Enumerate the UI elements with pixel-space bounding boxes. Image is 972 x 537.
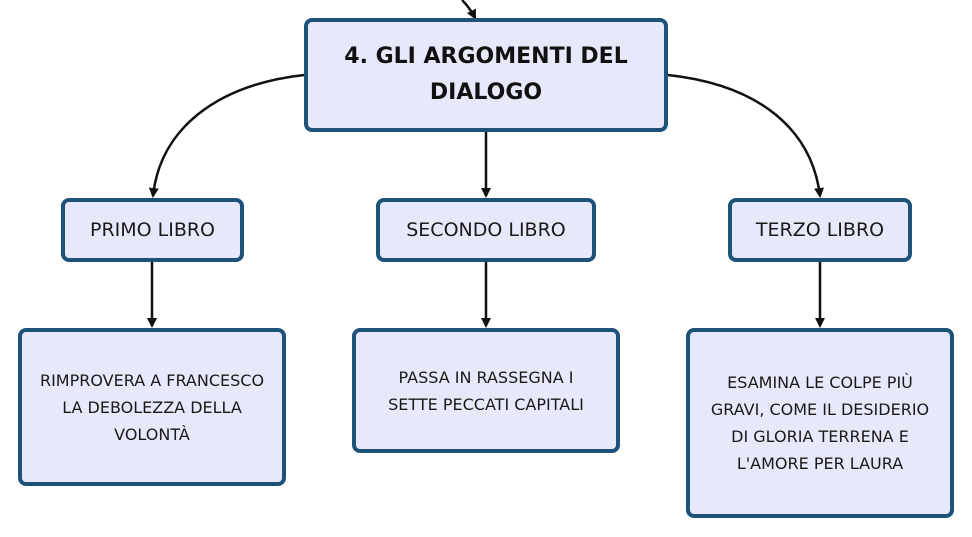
- branch-label-terzo-libro: TERZO LIBRO: [755, 219, 885, 241]
- detail-text-primo-libro: RIMPROVERA A FRANCESCO LA DEBOLEZZA DELL…: [39, 370, 265, 444]
- branch-node-primo-libro[interactable]: PRIMO LIBRO: [61, 198, 244, 262]
- branch-label-secondo-libro: SECONDO LIBRO: [406, 219, 566, 241]
- detail-node-primo-libro[interactable]: RIMPROVERA A FRANCESCO LA DEBOLEZZA DELL…: [18, 328, 286, 486]
- detail-text-secondo-libro: PASSA IN RASSEGNA I SETTE PECCATI CAPITA…: [388, 367, 584, 414]
- branch-label-primo-libro: PRIMO LIBRO: [89, 219, 216, 241]
- branch-node-secondo-libro[interactable]: SECONDO LIBRO: [376, 198, 596, 262]
- branch-node-terzo-libro[interactable]: TERZO LIBRO: [728, 198, 912, 262]
- incoming-connector: [461, 0, 477, 20]
- detail-node-terzo-libro[interactable]: ESAMINA LE COLPE PIÙ GRAVI, COME IL DESI…: [686, 328, 954, 518]
- detail-text-terzo-libro: ESAMINA LE COLPE PIÙ GRAVI, COME IL DESI…: [710, 373, 930, 473]
- detail-node-secondo-libro[interactable]: PASSA IN RASSEGNA I SETTE PECCATI CAPITA…: [352, 328, 620, 453]
- connector-root-to-primo: [148, 73, 305, 198]
- root-topic-label: 4. GLI ARGOMENTI DEL DIALOGO: [344, 44, 628, 105]
- root-topic-node[interactable]: 4. GLI ARGOMENTI DEL DIALOGO: [304, 18, 668, 132]
- connector-root-to-terzo: [667, 73, 824, 198]
